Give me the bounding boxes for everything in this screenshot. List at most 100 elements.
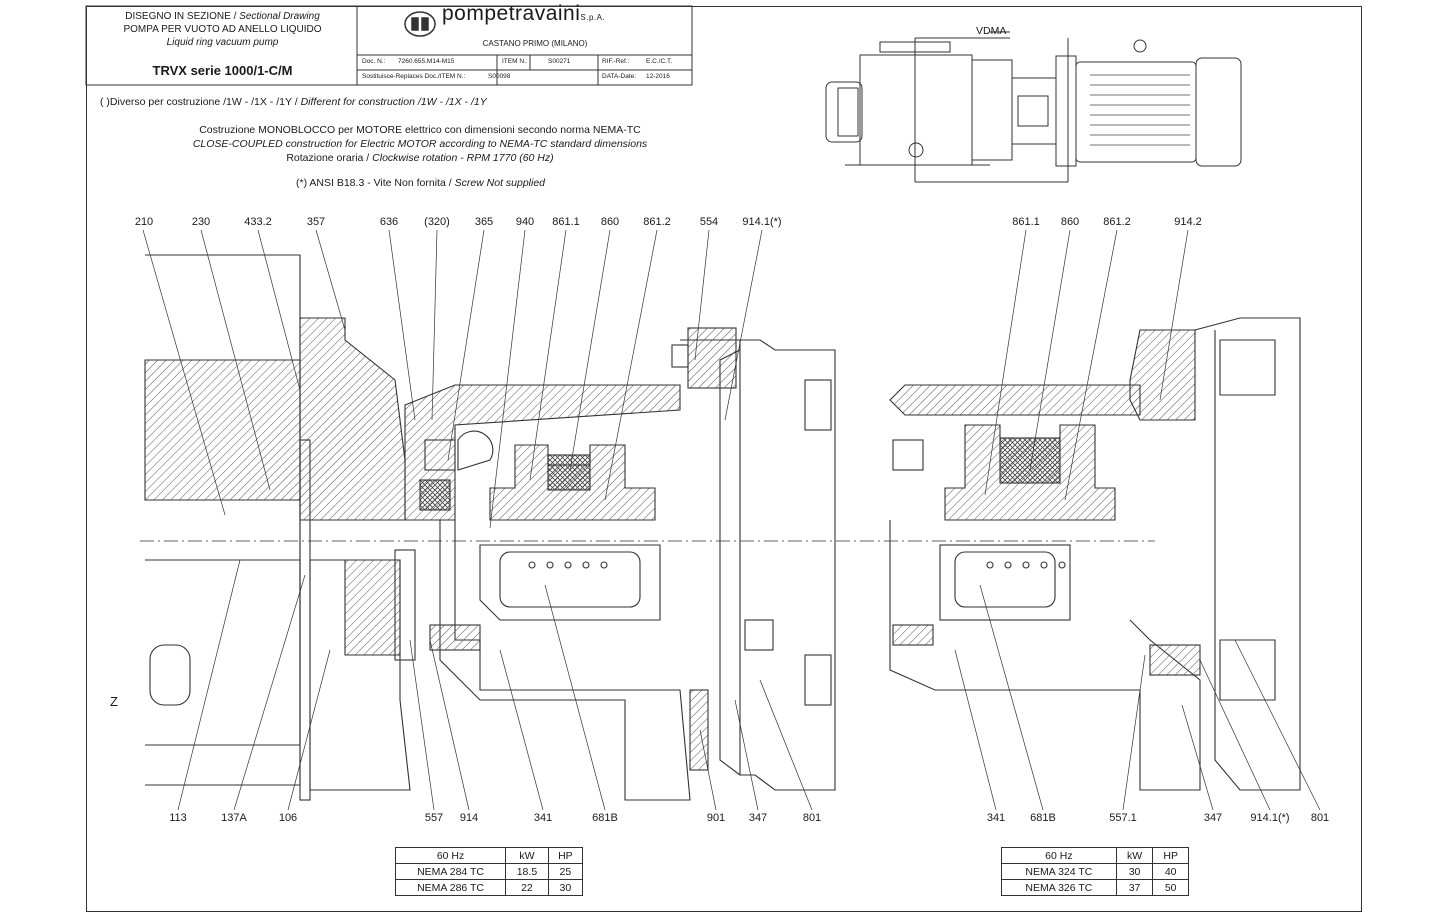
table-cell: NEMA 326 TC [1001,879,1117,896]
brand-location: CASTANO PRIMO (MILANO) [482,39,588,48]
part-label: 861.2 [643,216,671,228]
part-label: 901 [706,812,726,824]
part-label: 861.1 [1012,216,1040,228]
part-label: 681B [1030,812,1056,824]
screw-it: (*) ANSI B18.3 - Vite Non fornita / [296,177,452,189]
ref-label: RIF.-Ref.: [602,58,630,65]
table-header-row: 60 Hz kW HP [1001,847,1189,864]
part-label: 341 [533,812,553,824]
table-cell: 40 [1152,863,1189,880]
table-row: NEMA 286 TC 22 30 [394,879,584,896]
table-row: NEMA 326 TC 37 50 [1001,879,1189,896]
part-label: 914.1(*) [742,216,782,228]
brand-name: pompetravainiS.p.A. [442,3,632,24]
table-cell: 50 [1152,879,1189,896]
variant-it: ( )Diverso per costruzione /1W - /1X - /… [100,96,292,108]
model-title: TRVX serie 1000/1-C/M [152,63,293,78]
date-value: 12-2016 [646,73,670,80]
replaces-label: Sostituisce-Replaces Doc./ITEM N.: [362,73,466,80]
table-cell: 30 [547,879,584,896]
title-line2: POMPA PER VUOTO AD ANELLO LIQUIDO [123,24,322,35]
part-label: 347 [1203,812,1223,824]
spec-table-right: 60 Hz kW HP NEMA 324 TC 30 40 NEMA 326 T… [1001,847,1189,896]
table-header-cell: HP [1152,847,1189,864]
part-label: 861.2 [1103,216,1131,228]
replaces-value: S00098 [488,73,511,80]
part-label: 861.1 [552,216,580,228]
table-cell: 25 [547,863,584,880]
table-header-cell: kW [1115,847,1154,864]
table-cell: 22 [505,879,549,896]
table-header-cell: kW [505,847,549,864]
part-label: 940 [515,216,535,228]
part-label: 230 [191,216,211,228]
part-label: 801 [1310,812,1330,824]
part-label: 860 [1060,216,1080,228]
table-header-row: 60 Hz kW HP [394,847,584,864]
drawing-frame [86,6,1362,912]
title-line1: DISEGNO IN SEZIONE / Sectional Drawing [125,11,320,22]
rotation-it: Rotazione oraria / [286,152,370,164]
part-label: 860 [600,216,620,228]
part-label: 801 [802,812,822,824]
construction-en: CLOSE-COUPLED construction for Electric … [192,138,648,150]
part-label: 914 [459,812,479,824]
item-label: ITEM N.: [502,58,528,65]
part-label: (320) [424,216,450,228]
part-label: 347 [748,812,768,824]
screw-en: Screw Not supplied [454,177,546,189]
part-label: 636 [379,216,399,228]
part-label: 914.2 [1174,216,1202,228]
part-label: 357 [306,216,326,228]
table-cell: 18.5 [505,863,549,880]
section-left [140,254,1155,801]
title-line3: Liquid ring vacuum pump [166,37,279,48]
part-label: 113 [169,812,187,824]
brand-suffix: S.p.A. [580,13,606,22]
part-label: 341 [986,812,1006,824]
z-marker: Z [110,694,118,709]
table-row: NEMA 324 TC 30 40 [1001,863,1189,880]
part-label: 365 [474,216,494,228]
doc-value: 7260.655.M14-M15 [398,58,455,65]
vdma-label: VDMA [976,25,1007,37]
part-label: 681B [592,812,618,824]
variant-note: ( )Diverso per costruzione /1W - /1X - /… [100,96,487,108]
part-label: 137A [221,812,247,824]
screw-note: (*) ANSI B18.3 - Vite Non fornita / Scre… [296,177,545,189]
construction-it: Costruzione MONOBLOCCO per MOTORE elettr… [199,124,641,136]
table-header-cell: 60 Hz [394,847,507,864]
rotation-note: Rotazione oraria / Clockwise rotation - … [200,152,640,164]
spec-table-left: 60 Hz kW HP NEMA 284 TC 18.5 25 NEMA 286… [394,847,584,896]
brand-logo-mark [404,11,436,37]
brand-text: pompetravaini [442,2,581,25]
title-it: DISEGNO IN SEZIONE [125,11,231,22]
part-label: 557.1 [1109,812,1137,824]
title-en: Sectional Drawing [239,11,320,22]
part-label: 914.1(*) [1250,812,1290,824]
doc-label: Doc. N.: [362,58,386,65]
table-cell: 37 [1115,879,1154,896]
section-right [889,317,1301,791]
leader-lines [142,229,1321,811]
part-label: 106 [278,812,298,824]
ref-value: E.C./C.T. [646,58,673,65]
table-cell: NEMA 324 TC [1001,863,1117,880]
overview-pump-motor [825,31,1242,183]
table-header-cell: 60 Hz [1001,847,1117,864]
table-cell: NEMA 286 TC [394,879,507,896]
part-label: 557 [424,812,444,824]
part-label: 433.2 [244,216,272,228]
table-row: NEMA 284 TC 18.5 25 [394,863,584,880]
table-cell: NEMA 284 TC [394,863,507,880]
table-header-cell: HP [547,847,584,864]
rotation-en: Clockwise rotation - RPM 1770 (60 Hz) [372,152,554,164]
table-cell: 30 [1115,863,1154,880]
date-label: DATA-Date: [602,73,637,80]
item-value: S00271 [548,58,571,65]
variant-en: Different for construction /1W - /1X - /… [300,96,487,108]
part-label: 554 [699,216,719,228]
part-label: 210 [134,216,154,228]
